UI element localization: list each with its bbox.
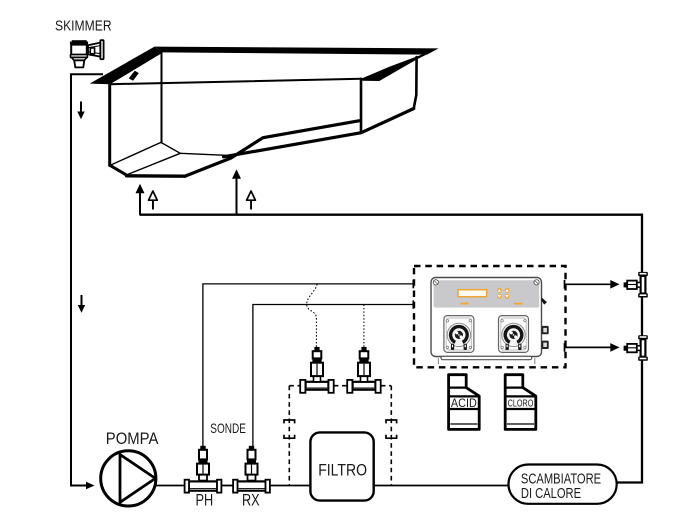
svg-text:RX: RX [242,491,260,510]
svg-text:DI CALORE: DI CALORE [521,485,581,502]
svg-text:PH: PH [196,491,214,510]
svg-text:POMPA: POMPA [106,430,159,448]
svg-text:CLORO: CLORO [508,397,534,409]
svg-text:SCAMBIATORE: SCAMBIATORE [521,470,602,487]
svg-text:FILTRO: FILTRO [318,461,367,480]
svg-text:ACID: ACID [451,398,477,410]
svg-text:SONDE: SONDE [210,421,246,437]
svg-text:SKIMMER: SKIMMER [55,17,112,33]
